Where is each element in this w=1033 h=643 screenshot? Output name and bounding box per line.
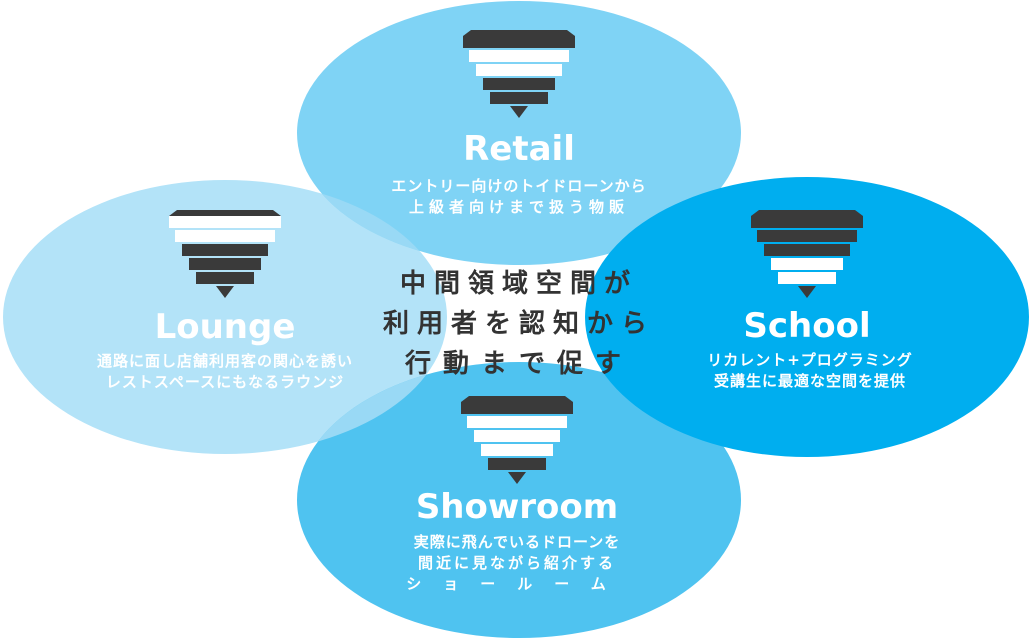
center-statement: 中間領域空間が 利用者を認知から 行動まで促す bbox=[383, 268, 655, 379]
funnel-layer bbox=[467, 416, 567, 428]
funnel-layer bbox=[469, 50, 569, 62]
funnel-icon bbox=[463, 30, 575, 118]
showroom-desc-line-1: 実際に飛んでいるドローンを bbox=[414, 533, 621, 551]
funnel-layer bbox=[474, 430, 560, 442]
funnel-layer bbox=[764, 244, 850, 256]
lounge-desc-line-2: レストスペースにもなるラウンジ bbox=[106, 373, 344, 391]
funnel-tip bbox=[216, 286, 234, 298]
funnel-cap bbox=[169, 210, 281, 216]
funnel-layer bbox=[751, 216, 863, 228]
funnel-layer bbox=[189, 258, 261, 270]
funnel-layer bbox=[169, 216, 281, 228]
funnel-layer bbox=[481, 444, 553, 456]
funnel-tip bbox=[798, 286, 816, 298]
funnel-layer bbox=[463, 36, 575, 48]
funnel-layer bbox=[488, 458, 546, 470]
lounge-circle bbox=[3, 180, 447, 454]
funnel-layer bbox=[461, 402, 573, 414]
funnel-icon bbox=[461, 396, 573, 484]
funnel-layer bbox=[771, 258, 843, 270]
center-line-2: 利用者を認知から bbox=[383, 308, 655, 339]
funnel-layer bbox=[483, 78, 555, 90]
school-group: School リカレント+プログラミング 受講生に最適な空間を提供 bbox=[707, 210, 913, 390]
funnel-layer bbox=[476, 64, 562, 76]
showroom-desc-line-3: ショールーム bbox=[406, 575, 628, 593]
funnel-layer bbox=[182, 244, 268, 256]
school-title: School bbox=[743, 306, 870, 346]
funnel-icon bbox=[751, 210, 863, 298]
retail-title: Retail bbox=[463, 129, 575, 169]
funnel-layer bbox=[196, 272, 254, 284]
school-desc-line-1: リカレント+プログラミング bbox=[707, 351, 913, 369]
lounge-title: Lounge bbox=[155, 307, 296, 347]
showroom-group: Showroom 実際に飛んでいるドローンを 間近に見ながら紹介する ショールー… bbox=[406, 396, 628, 593]
funnel-layer bbox=[490, 92, 548, 104]
funnel-cap bbox=[463, 30, 575, 36]
showroom-title: Showroom bbox=[416, 487, 618, 527]
retail-desc-line-1: エントリー向けのトイドローンから bbox=[391, 177, 646, 195]
center-line-1: 中間領域空間が bbox=[400, 268, 638, 299]
funnel-tip bbox=[508, 472, 526, 484]
school-desc-line-2: 受講生に最適な空間を提供 bbox=[714, 372, 906, 390]
school-circle bbox=[585, 177, 1029, 457]
retail-desc-line-2: 上級者向けまで扱う物販 bbox=[409, 198, 629, 216]
funnel-icon bbox=[169, 210, 281, 298]
funnel-cap bbox=[461, 396, 573, 402]
lounge-desc-line-1: 通路に面し店舗利用客の関心を誘い bbox=[97, 352, 353, 370]
funnel-tip bbox=[510, 106, 528, 118]
funnel-layer bbox=[757, 230, 857, 242]
center-line-3: 行動まで促す bbox=[404, 348, 633, 379]
funnel-cap bbox=[751, 210, 863, 216]
funnel-layer bbox=[778, 272, 836, 284]
showroom-desc-line-2: 間近に見ながら紹介する bbox=[418, 554, 616, 572]
lounge-group: Lounge 通路に面し店舗利用客の関心を誘い レストスペースにもなるラウンジ bbox=[97, 210, 353, 391]
funnel-layer bbox=[175, 230, 275, 242]
showroom-circle bbox=[297, 362, 741, 638]
retail-circle bbox=[297, 1, 741, 265]
retail-group: Retail エントリー向けのトイドローンから 上級者向けまで扱う物販 bbox=[391, 30, 646, 216]
